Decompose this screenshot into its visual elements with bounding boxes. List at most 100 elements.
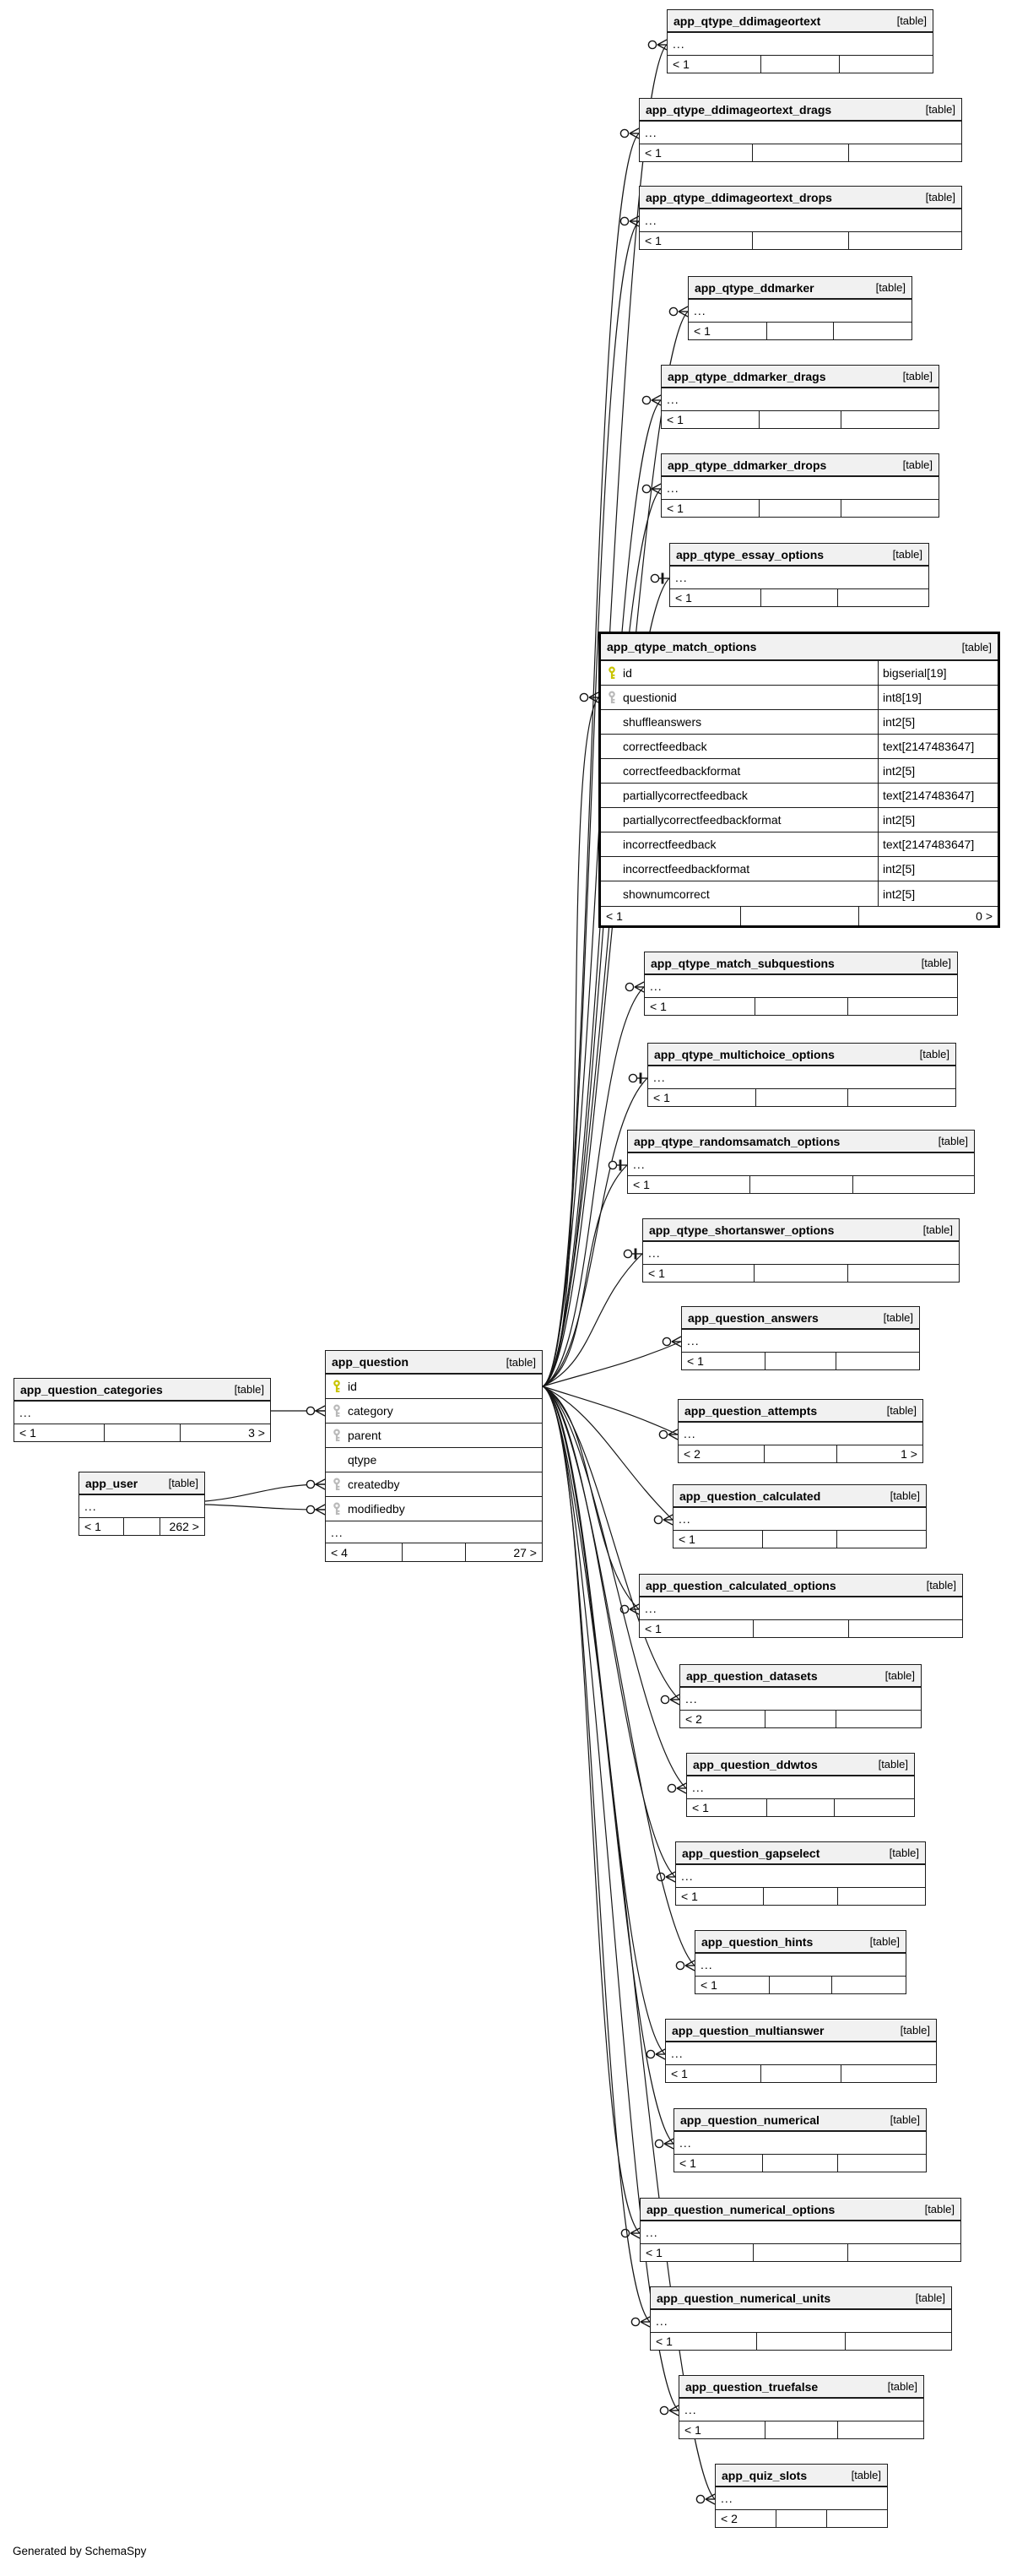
table-name[interactable]: app_qtype_shortanswer_options	[649, 1223, 835, 1237]
table-header[interactable]: app_qtype_essay_options [table]	[670, 544, 928, 567]
table-header[interactable]: app_qtype_ddmarker_drags [table]	[662, 366, 939, 388]
table-header[interactable]: app_question_gapselect [table]	[676, 1842, 925, 1865]
table-name[interactable]: app_qtype_randomsamatch_options	[634, 1134, 841, 1148]
fk-edge-app_question_numerical_options	[542, 1386, 641, 2239]
table-name[interactable]: app_question_attempts	[684, 1403, 818, 1418]
column-name: incorrectfeedback	[623, 838, 717, 851]
table-name[interactable]: app_qtype_ddimageortext	[673, 14, 821, 28]
table-header[interactable]: app_question_numerical_units [table]	[651, 2287, 951, 2310]
table-name[interactable]: app_question_hints	[701, 1934, 814, 1949]
table-name[interactable]: app_qtype_essay_options	[676, 547, 825, 561]
footer-middle-cell	[760, 2065, 841, 2082]
table-header[interactable]: app_qtype_ddimageortext_drops [table]	[640, 187, 961, 209]
table-app_question_categories[interactable]: app_question_categories [table] ... < 1 …	[14, 1378, 271, 1442]
table-name[interactable]: app_question_calculated_options	[646, 1578, 836, 1592]
column-name: id	[623, 666, 632, 680]
table-app_qtype_ddimageortext_drops[interactable]: app_qtype_ddimageortext_drops [table] ..…	[639, 186, 962, 250]
table-body: ...	[695, 1954, 906, 1976]
table-header[interactable]: app_question_calculated_options [table]	[640, 1575, 962, 1597]
table-name[interactable]: app_qtype_multichoice_options	[654, 1047, 835, 1061]
table-header[interactable]: app_question_answers [table]	[682, 1307, 919, 1330]
table-header[interactable]: app_question_numerical [table]	[674, 2109, 926, 2132]
table-name[interactable]: app_question_numerical_units	[657, 2291, 831, 2305]
table-header[interactable]: app_question_datasets [table]	[680, 1665, 921, 1688]
table-app_qtype_match_subquestions[interactable]: app_qtype_match_subquestions [table] ...…	[644, 952, 958, 1016]
table-name[interactable]: app_qtype_ddmarker_drags	[668, 369, 826, 383]
table-name[interactable]: app_question_answers	[688, 1310, 819, 1325]
table-app_qtype_ddimageortext_drags[interactable]: app_qtype_ddimageortext_drags [table] ..…	[639, 98, 962, 162]
table-app_qtype_ddimageortext[interactable]: app_qtype_ddimageortext [table] ... < 1	[667, 9, 933, 73]
table-name[interactable]: app_question_numerical	[680, 2112, 820, 2127]
table-name[interactable]: app_qtype_ddimageortext_drags	[646, 102, 832, 117]
table-name[interactable]: app_question_gapselect	[682, 1846, 820, 1860]
table-name[interactable]: app_qtype_ddmarker	[695, 280, 814, 295]
table-name[interactable]: app_question_categories	[20, 1382, 163, 1396]
table-header[interactable]: app_qtype_ddmarker [table]	[689, 277, 912, 300]
table-header[interactable]: app_question_attempts [table]	[679, 1400, 922, 1423]
table-app_user[interactable]: app_user [table] ... < 1 262 >	[78, 1472, 205, 1536]
table-app_question_numerical_units[interactable]: app_question_numerical_units [table] ...…	[650, 2286, 952, 2351]
table-header[interactable]: app_question_truefalse [table]	[679, 2376, 923, 2399]
table-badge: [table]	[884, 1669, 915, 1682]
table-app_question_datasets[interactable]: app_question_datasets [table] ... < 2	[679, 1664, 922, 1728]
table-body: ...	[679, 1423, 922, 1445]
footer-parents-count	[838, 2155, 926, 2172]
table-header[interactable]: app_qtype_match_subquestions [table]	[645, 952, 957, 975]
table-name[interactable]: app_qtype_ddimageortext_drops	[646, 190, 832, 204]
table-header[interactable]: app_question_multianswer [table]	[666, 2020, 936, 2042]
table-app_qtype_multichoice_options[interactable]: app_qtype_multichoice_options [table] ..…	[647, 1043, 956, 1107]
table-app_question_attempts[interactable]: app_question_attempts [table] ... < 2 1 …	[678, 1399, 923, 1463]
table-header[interactable]: app_qtype_match_options [table]	[601, 634, 998, 661]
table-body: ...	[648, 1066, 955, 1088]
table-name[interactable]: app_qtype_match_subquestions	[651, 956, 835, 970]
table-header[interactable]: app_quiz_slots [table]	[716, 2465, 887, 2487]
table-app_question_ddwtos[interactable]: app_question_ddwtos [table] ... < 1	[686, 1753, 915, 1817]
table-name[interactable]: app_user	[85, 1476, 138, 1490]
table-app_question_answers[interactable]: app_question_answers [table] ... < 1	[681, 1306, 920, 1370]
table-app_question_hints[interactable]: app_question_hints [table] ... < 1	[695, 1930, 906, 1994]
table-app_question_calculated_options[interactable]: app_question_calculated_options [table] …	[639, 1574, 963, 1638]
table-app_qtype_randomsamatch_options[interactable]: app_qtype_randomsamatch_options [table] …	[627, 1130, 975, 1194]
table-app_qtype_ddmarker_drags[interactable]: app_qtype_ddmarker_drags [table] ... < 1	[661, 365, 939, 429]
table-header[interactable]: app_question_calculated [table]	[673, 1485, 926, 1508]
table-name[interactable]: app_question_calculated	[679, 1489, 821, 1503]
table-app_question_multianswer[interactable]: app_question_multianswer [table] ... < 1	[665, 2019, 937, 2083]
table-app_question_truefalse[interactable]: app_question_truefalse [table] ... < 1	[679, 2375, 924, 2439]
table-header[interactable]: app_qtype_ddimageortext_drags [table]	[640, 99, 961, 122]
table-header[interactable]: app_qtype_multichoice_options [table]	[648, 1044, 955, 1066]
table-name[interactable]: app_qtype_match_options	[607, 640, 757, 653]
table-header[interactable]: app_question_ddwtos [table]	[687, 1754, 914, 1776]
table-name[interactable]: app_question_multianswer	[672, 2023, 825, 2037]
table-app_qtype_shortanswer_options[interactable]: app_qtype_shortanswer_options [table] ..…	[642, 1218, 960, 1283]
table-app_question_numerical_options[interactable]: app_question_numerical_options [table] .…	[640, 2198, 961, 2262]
table-header[interactable]: app_qtype_ddmarker_drops [table]	[662, 454, 939, 477]
table-header[interactable]: app_question_hints [table]	[695, 1931, 906, 1954]
table-app_question_numerical[interactable]: app_question_numerical [table] ... < 1	[673, 2108, 927, 2172]
table-header[interactable]: app_question_numerical_options [table]	[641, 2199, 960, 2221]
table-app_qtype_essay_options[interactable]: app_qtype_essay_options [table] ... < 1	[669, 543, 929, 607]
table-body: ...	[640, 122, 961, 144]
table-name[interactable]: app_question	[332, 1355, 409, 1369]
table-app_qtype_ddmarker_drops[interactable]: app_qtype_ddmarker_drops [table] ... < 1	[661, 453, 939, 518]
columns-ellipsis: ...	[645, 214, 657, 227]
footer-middle-cell	[753, 1265, 849, 1282]
table-app_qtype_ddmarker[interactable]: app_qtype_ddmarker [table] ... < 1	[688, 276, 912, 340]
table-app_question_gapselect[interactable]: app_question_gapselect [table] ... < 1	[675, 1841, 926, 1906]
table-app_question_calculated[interactable]: app_question_calculated [table] ... < 1	[673, 1484, 927, 1548]
table-name[interactable]: app_question_truefalse	[685, 2379, 819, 2394]
table-name[interactable]: app_qtype_ddmarker_drops	[668, 458, 827, 472]
table-name[interactable]: app_question_ddwtos	[693, 1757, 818, 1771]
table-header[interactable]: app_qtype_randomsamatch_options [table]	[628, 1131, 974, 1153]
table-app_quiz_slots[interactable]: app_quiz_slots [table] ... < 2	[715, 2464, 888, 2528]
table-header[interactable]: app_question [table]	[326, 1351, 542, 1375]
table-name[interactable]: app_quiz_slots	[722, 2468, 808, 2482]
table-name[interactable]: app_question_numerical_options	[646, 2202, 836, 2216]
table-header[interactable]: app_user [table]	[79, 1472, 204, 1495]
table-header[interactable]: app_question_categories [table]	[14, 1379, 270, 1402]
table-header[interactable]: app_qtype_ddimageortext [table]	[668, 10, 933, 33]
table-header[interactable]: app_qtype_shortanswer_options [table]	[643, 1219, 959, 1242]
table-name[interactable]: app_question_datasets	[686, 1668, 818, 1683]
